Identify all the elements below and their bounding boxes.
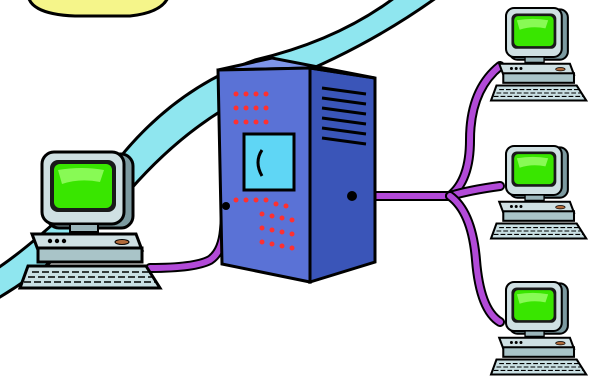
desktop-computer-icon — [491, 146, 586, 238]
desktop-computer-icon — [491, 8, 586, 100]
desktop-computer-icon — [491, 282, 586, 374]
server-tower-icon — [218, 58, 375, 282]
callout-bubble-icon — [28, 0, 170, 16]
